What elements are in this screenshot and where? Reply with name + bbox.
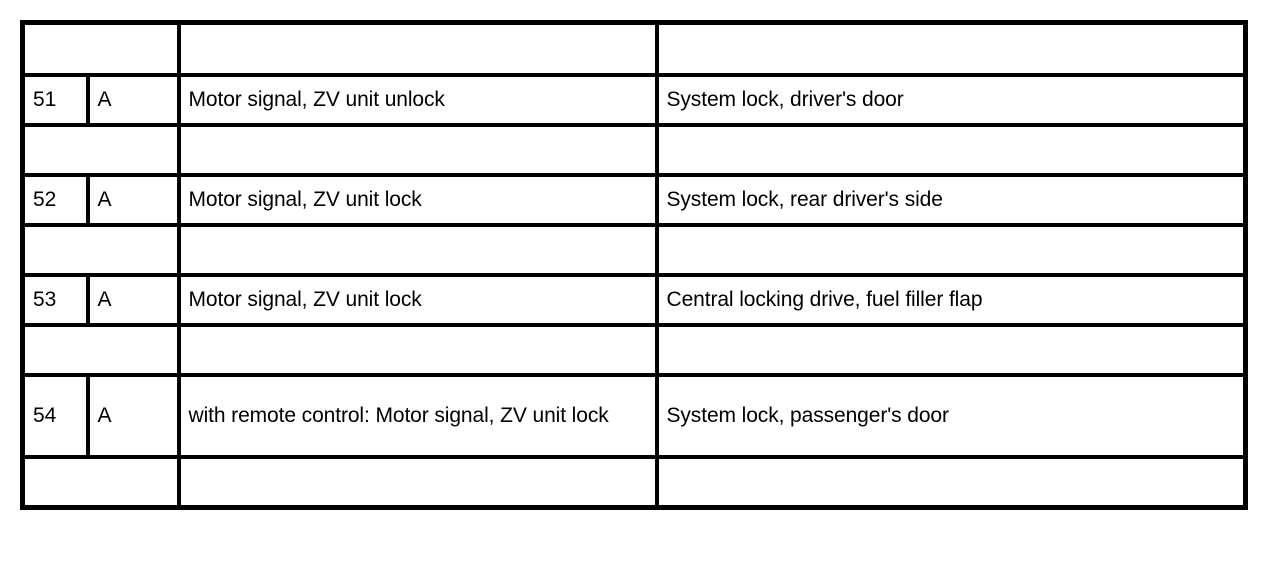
table-row — [20, 223, 1248, 277]
cell-signal: Motor signal, ZV unit lock — [176, 273, 659, 327]
cell-signal: with remote control: Motor signal, ZV un… — [176, 373, 659, 459]
cell-component: Central locking drive, fuel filler flap — [654, 273, 1248, 327]
spacer-cell-number-code — [20, 455, 181, 510]
spacer-cell-signal — [176, 223, 659, 277]
table-row: 52 A Motor signal, ZV unit lock System l… — [20, 173, 1248, 227]
table-row — [20, 323, 1248, 377]
table-row: 53 A Motor signal, ZV unit lock Central … — [20, 273, 1248, 327]
cell-component: System lock, passenger's door — [654, 373, 1248, 459]
header-cell-number-code — [20, 20, 181, 77]
cell-number: 54 — [20, 373, 90, 459]
cell-code: A — [85, 73, 181, 127]
spacer-cell-component — [654, 123, 1248, 177]
table-row — [20, 20, 1248, 77]
cell-code: A — [85, 273, 181, 327]
header-cell-component — [654, 20, 1248, 77]
table-row — [20, 455, 1248, 510]
table-row — [20, 123, 1248, 177]
cell-signal: Motor signal, ZV unit unlock — [176, 73, 659, 127]
spacer-cell-signal — [176, 323, 659, 377]
cell-number: 53 — [20, 273, 90, 327]
cell-number: 51 — [20, 73, 90, 127]
cell-component: System lock, driver's door — [654, 73, 1248, 127]
spacer-cell-signal — [176, 123, 659, 177]
cell-signal: Motor signal, ZV unit lock — [176, 173, 659, 227]
cell-number: 52 — [20, 173, 90, 227]
table-body: 51 A Motor signal, ZV unit unlock System… — [20, 20, 1248, 510]
spacer-cell-signal — [176, 455, 659, 510]
cell-code: A — [85, 173, 181, 227]
cell-code: A — [85, 373, 181, 459]
spacer-cell-number-code — [20, 223, 181, 277]
spacer-cell-number-code — [20, 323, 181, 377]
cell-component: System lock, rear driver's side — [654, 173, 1248, 227]
wiring-legend-table: 51 A Motor signal, ZV unit unlock System… — [20, 20, 1248, 510]
spacer-cell-component — [654, 323, 1248, 377]
table-row: 54 A with remote control: Motor signal, … — [20, 373, 1248, 459]
spacer-cell-component — [654, 223, 1248, 277]
table-row: 51 A Motor signal, ZV unit unlock System… — [20, 73, 1248, 127]
spacer-cell-component — [654, 455, 1248, 510]
header-cell-signal — [176, 20, 659, 77]
spacer-cell-number-code — [20, 123, 181, 177]
